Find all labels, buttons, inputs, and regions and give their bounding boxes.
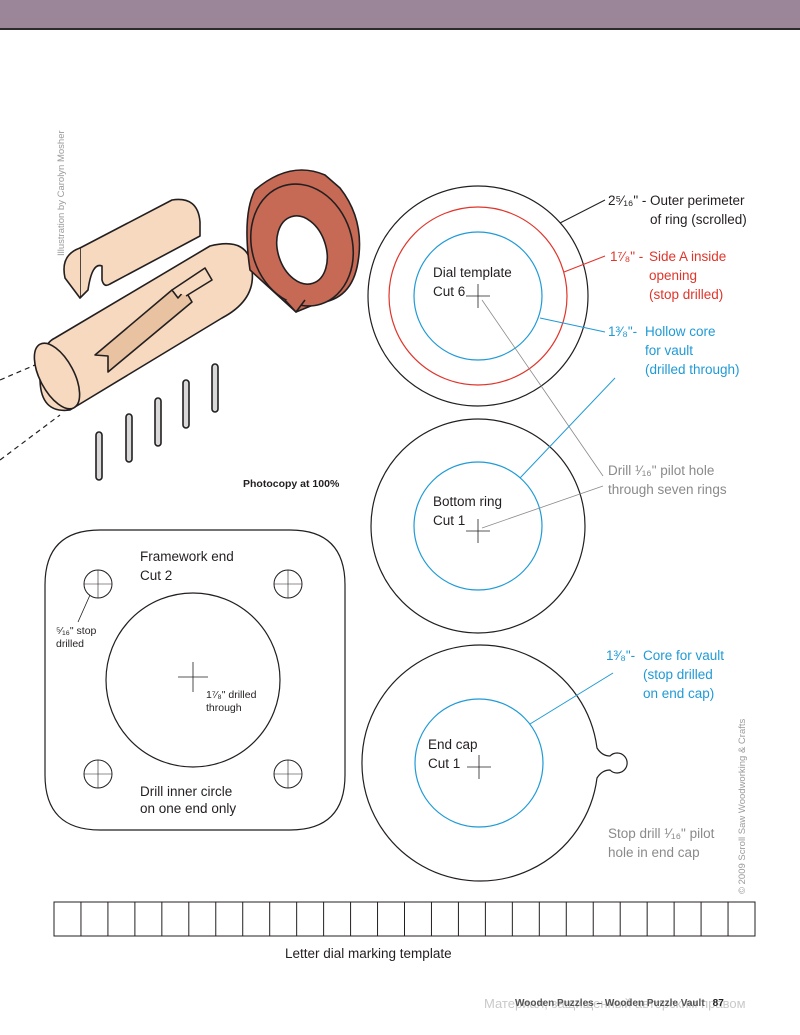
- hole-note-line1: ⁵⁄₁₆" stop: [56, 625, 97, 637]
- pilot-line2: through seven rings: [608, 482, 727, 497]
- dial-outer-circle: [367, 185, 589, 407]
- dial-label-cut: Cut 6: [433, 284, 466, 299]
- endcap-core-size: 1³⁄₈"-: [606, 648, 636, 663]
- center-note-line1: 1⁷⁄₈" drilled: [206, 689, 257, 701]
- copyright-note: © 2009 Scroll Saw Woodworking & Crafts: [737, 718, 748, 894]
- dial-label-title: Dial template: [433, 265, 512, 280]
- outer-size: 2⁵⁄₁₆" -: [608, 193, 647, 208]
- endcap-core-line3: on end cap): [643, 686, 715, 701]
- bottom-ring-title: Bottom ring: [433, 494, 503, 509]
- sideA-size: 1⁷⁄₈" -: [610, 249, 644, 264]
- dial-template: [367, 185, 606, 477]
- sideA-line1: Side A inside: [649, 249, 727, 264]
- page-footer: Wooden Puzzles – Wooden Puzzle Vault 87: [515, 998, 724, 1009]
- stop-drill-line1: Stop drill ¹⁄₁₆" pilot: [608, 826, 715, 841]
- dial-core-circle: [413, 231, 543, 361]
- sideA-line2: opening: [649, 268, 698, 283]
- core-line1: Hollow core: [645, 324, 716, 339]
- framework-cut: Cut 2: [140, 568, 173, 583]
- photocopy-note: Photocopy at 100%: [243, 478, 340, 490]
- dial-sideA-circle: [388, 206, 568, 386]
- end-cap-title: End cap: [428, 737, 478, 752]
- core-size: 1³⁄₈"-: [608, 324, 638, 339]
- drill-note-line2: on one end only: [140, 801, 237, 816]
- terracotta-ring: [246, 169, 361, 313]
- bottom-ring: [370, 377, 616, 634]
- framework-center-circle: [105, 592, 281, 768]
- header-rule: [0, 28, 800, 30]
- drill-note-line1: Drill inner circle: [140, 784, 233, 799]
- bottom-ring-cut: Cut 1: [433, 513, 466, 528]
- page-number: 87: [712, 998, 724, 1009]
- framework-end: [44, 529, 346, 831]
- half-shell: [63, 198, 201, 299]
- endcap-core-line2: (stop drilled: [643, 667, 713, 682]
- hole-note-line2: drilled: [56, 638, 85, 650]
- end-cap: [361, 644, 628, 882]
- bottom-ring-outer: [370, 418, 586, 634]
- bottom-ring-core: [413, 461, 543, 591]
- puzzle-illustration: [0, 169, 361, 481]
- endcap-core-line1: Core for vault: [643, 648, 725, 663]
- center-note-line2: through: [206, 702, 242, 714]
- axis-dash-lower: [0, 414, 61, 461]
- outer-line2: of ring (scrolled): [650, 212, 747, 227]
- watermark: Материал, защищенный авторским правом: [484, 996, 746, 1011]
- framework-outline: [44, 529, 346, 831]
- sideA-line3: (stop drilled): [649, 287, 724, 302]
- core-line2: for vault: [645, 343, 694, 358]
- stop-drill-line2: hole in end cap: [608, 845, 700, 860]
- letter-template-caption: Letter dial marking template: [285, 946, 452, 961]
- letter-dial-strip: [53, 901, 756, 937]
- core-line3: (drilled through): [645, 362, 740, 377]
- pilot-line1: Drill ¹⁄₁₆" pilot hole: [608, 463, 715, 478]
- end-cap-outline: [361, 644, 628, 882]
- footer-title: Wooden Puzzles – Wooden Puzzle Vault: [515, 998, 705, 1009]
- pins: [95, 363, 219, 481]
- end-cap-core: [414, 698, 544, 828]
- framework-title: Framework end: [140, 549, 234, 564]
- header-bar: [0, 0, 800, 28]
- end-cap-cut: Cut 1: [428, 756, 461, 771]
- illustration-credit: Illustration by Carolyn Mosher: [56, 130, 67, 256]
- vault-cylinder: [33, 242, 254, 412]
- outer-line1: Outer perimeter: [650, 193, 745, 208]
